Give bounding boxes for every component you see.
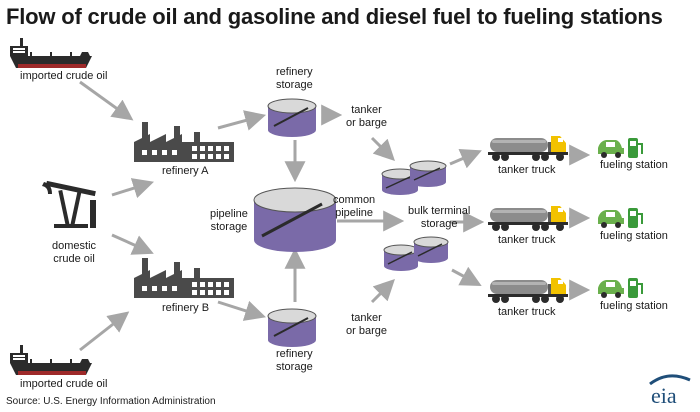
bulk-terminal-tanks-bottom-icon xyxy=(383,236,449,271)
eia-logo-icon xyxy=(649,374,691,386)
source-note: Source: U.S. Energy Information Administ… xyxy=(6,396,216,407)
tanker-ship-top-icon xyxy=(10,38,92,68)
tanker-truck-3-label: tanker truck xyxy=(498,306,556,318)
diagram-title: Flow of crude oil and gasoline and diese… xyxy=(6,4,663,29)
imported-crude-oil-bottom-label: imported crude oil xyxy=(20,378,108,390)
fueling-station-2-label: fueling station xyxy=(600,230,668,242)
refinery-b-label: refinery B xyxy=(162,302,210,314)
fueling-station-3-icon xyxy=(597,277,643,299)
fueling-station-2-icon xyxy=(597,207,643,229)
flow-arrows xyxy=(79,80,591,352)
tanker-truck-1-label: tanker truck xyxy=(498,164,556,176)
tanker-truck-3-icon xyxy=(488,278,568,303)
bulk-terminal-tanks-top-icon xyxy=(381,160,447,195)
refinery-storage-top-icon xyxy=(267,98,317,137)
eia-logo-text: eia xyxy=(651,383,677,408)
tanker-truck-2-icon xyxy=(488,206,568,231)
tanker-truck-2-label: tanker truck xyxy=(498,234,556,246)
refinery-a-label: refinery A xyxy=(162,165,209,177)
fueling-station-3-label: fueling station xyxy=(600,300,668,312)
fueling-station-1-label: fueling station xyxy=(600,159,668,171)
fueling-station-1-icon xyxy=(597,137,643,159)
refinery-b-icon xyxy=(134,258,234,298)
imported-crude-oil-top-label: imported crude oil xyxy=(20,70,108,82)
pipeline-storage-icon xyxy=(253,187,337,252)
oil-pump-icon xyxy=(42,180,96,228)
tanker-truck-1-icon xyxy=(488,136,568,161)
refinery-storage-bottom-icon xyxy=(267,308,317,347)
